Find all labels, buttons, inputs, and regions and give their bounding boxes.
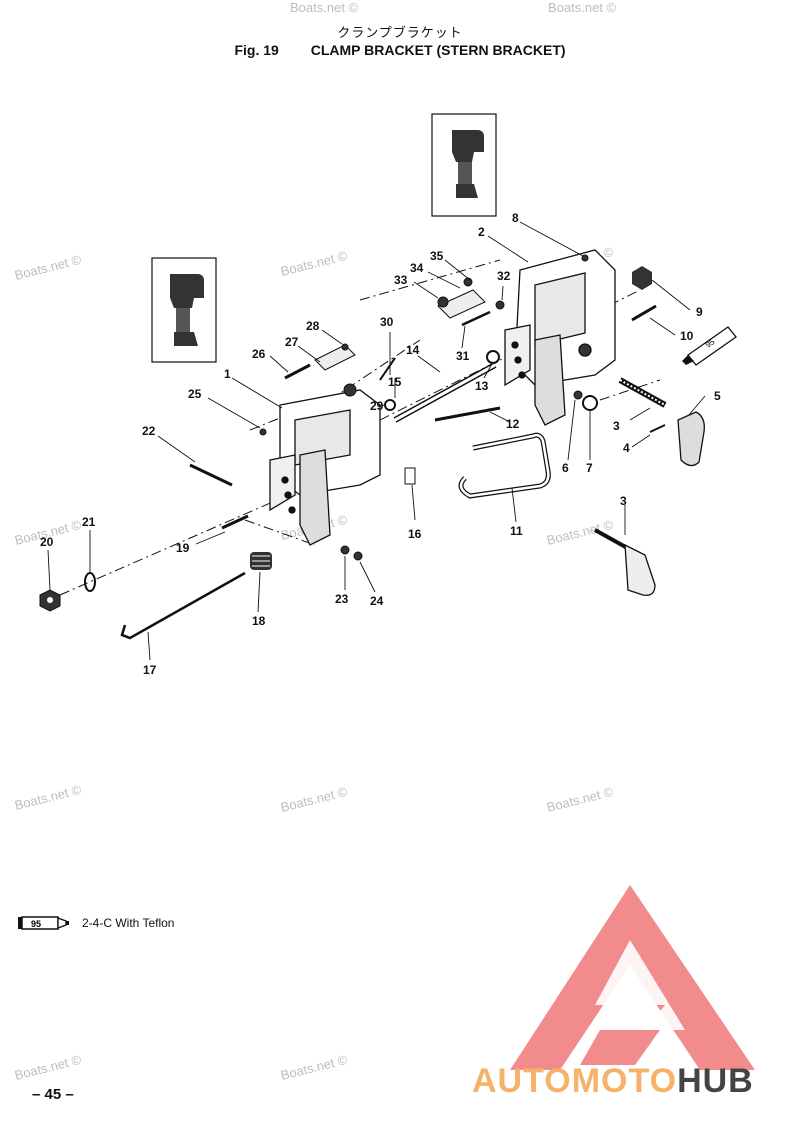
legend: 95 2-4-C With Teflon [18, 912, 174, 934]
watermark: Boats.net © [279, 1052, 349, 1083]
clamp-bracket-starboard [504, 249, 616, 426]
callout-3-upper: 3 [613, 419, 620, 433]
title-japanese: クランプブラケット [337, 26, 463, 41]
callout-27: 27 [285, 335, 299, 349]
callout-4: 4 [623, 441, 630, 455]
callout-23: 23 [335, 592, 349, 606]
figure-title: Fig. 19 CLAMP BRACKET (STERN BRACKET) [0, 42, 800, 58]
callout-9: 9 [696, 305, 703, 319]
callout-35: 35 [430, 249, 444, 263]
clamp-screw-lower [594, 528, 656, 596]
logo-wordmark-part2: HUB [677, 1062, 754, 1100]
automotohub-logo [510, 885, 755, 1070]
logo-wordmark: AUTOMOTOHUB [472, 1062, 754, 1101]
bolt [221, 514, 249, 530]
watermark: Boats.net © [548, 0, 617, 15]
callout-26: 26 [252, 347, 266, 361]
tilt-rod [120, 571, 246, 640]
grease-tube-icon: 95 [682, 326, 737, 366]
callout-15: 15 [388, 375, 402, 389]
grease-tube-legend-icon: 95 [18, 916, 69, 930]
leader-lines [47, 221, 706, 661]
small-fasteners [259, 254, 666, 561]
watermark: Boats.net © [279, 784, 349, 815]
tube-code: 95 [31, 919, 41, 929]
callout-29: 29 [370, 399, 384, 413]
callout-10: 10 [680, 329, 694, 343]
legend-text: 2-4-C With Teflon [82, 916, 175, 930]
nut [632, 266, 652, 290]
outboard-thumbnail-left [151, 257, 217, 363]
callout-25: 25 [188, 387, 202, 401]
callout-28: 28 [306, 319, 320, 333]
callout-33: 33 [394, 273, 408, 287]
watermark: Boats.net © [545, 517, 615, 548]
callout-2: 2 [478, 225, 485, 239]
callout-1: 1 [224, 367, 231, 381]
callout-6: 6 [562, 461, 569, 475]
callout-32: 32 [497, 269, 511, 283]
callout-numbers: 1 2 3 3 4 5 6 7 8 9 10 11 12 13 14 15 16… [40, 211, 721, 677]
callout-19: 19 [176, 541, 190, 555]
callout-24: 24 [370, 594, 384, 608]
callout-21: 21 [82, 515, 96, 529]
callout-22: 22 [142, 424, 156, 438]
callout-11: 11 [510, 524, 523, 538]
callout-14: 14 [406, 343, 420, 357]
callout-18: 18 [252, 614, 266, 628]
callout-13: 13 [475, 379, 489, 393]
clamp-screw-upper [618, 377, 667, 408]
callout-5: 5 [714, 389, 721, 403]
callout-7: 7 [586, 461, 593, 475]
watermark: Boats.net © [13, 1052, 83, 1083]
clamp-bracket-port [269, 389, 381, 546]
callout-20: 20 [40, 535, 54, 549]
watermark: Boats.net © [545, 784, 615, 815]
callout-3-lower: 3 [620, 494, 627, 508]
callout-30: 30 [380, 315, 394, 329]
figure-caption: CLAMP BRACKET (STERN BRACKET) [310, 42, 566, 58]
watermark: Boats.net © [13, 252, 83, 283]
callout-16: 16 [408, 527, 422, 541]
watermark: Boats.net © [13, 782, 83, 813]
callout-31: 31 [456, 349, 470, 363]
logo-wordmark-part1: AUTOMOTO [472, 1062, 678, 1100]
washer [84, 572, 96, 592]
long-bolt [189, 463, 233, 487]
watermark: Boats.net © [290, 0, 359, 15]
callout-8: 8 [512, 211, 519, 225]
callout-12: 12 [506, 417, 520, 431]
lock-nut [39, 589, 61, 612]
figure-number: Fig. 19 [234, 42, 279, 58]
outboard-thumbnail-upper [431, 113, 497, 217]
spring [250, 552, 272, 570]
rod [434, 406, 501, 422]
bolt [631, 304, 657, 322]
callout-17: 17 [143, 663, 157, 677]
page-number: – 45 – [32, 1086, 74, 1103]
callout-34: 34 [410, 261, 424, 275]
clamp-pad [677, 411, 705, 467]
watermark: Boats.net © [279, 248, 349, 279]
